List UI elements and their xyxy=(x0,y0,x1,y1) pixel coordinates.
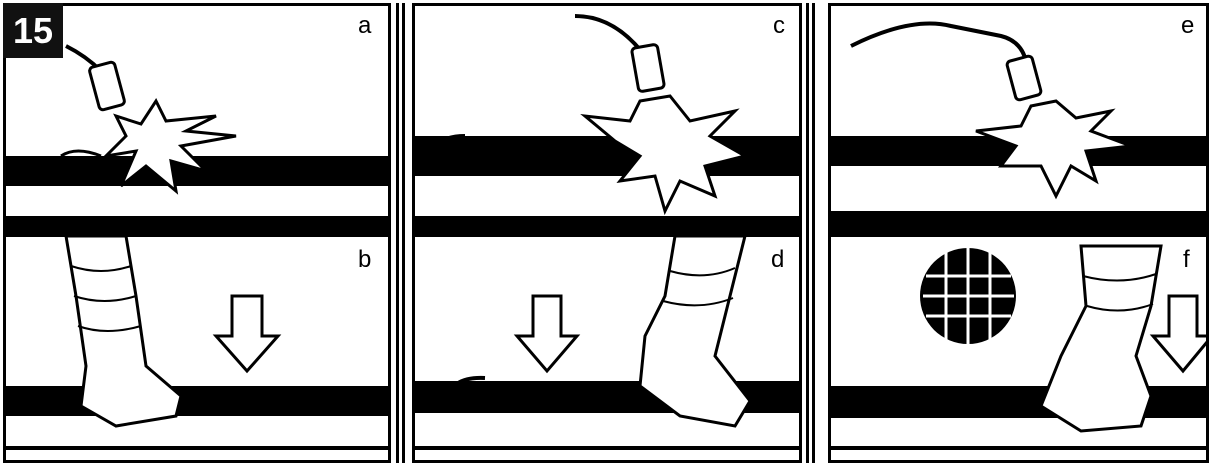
panel-divider xyxy=(806,3,815,463)
mesh-pattern-icon xyxy=(920,248,1016,344)
step-number-badge: 15 xyxy=(3,3,63,58)
down-arrow-icon xyxy=(216,296,278,371)
panel-label-d: d xyxy=(771,246,784,274)
torch-icon xyxy=(66,46,125,111)
panel-label-b: b xyxy=(358,246,371,274)
pressing-hand-icon xyxy=(1041,246,1161,431)
roll-band-lower xyxy=(831,211,1209,236)
panel-label-e: e xyxy=(1181,12,1194,40)
panel-column-cd: c d xyxy=(412,3,802,463)
roll-band-bottom xyxy=(6,386,391,416)
pressing-hand-icon xyxy=(640,236,750,426)
panel-column-ef: e f xyxy=(828,3,1209,463)
roll-band-lower xyxy=(6,216,391,236)
torch-icon xyxy=(575,16,665,92)
panel-ef-drawing xyxy=(831,6,1209,463)
roll-band-lower xyxy=(415,216,802,234)
down-arrow-icon xyxy=(517,296,577,371)
torch-icon xyxy=(851,24,1042,101)
panel-ab-drawing xyxy=(6,6,391,463)
panel-cd-drawing xyxy=(415,6,802,463)
panel-label-f: f xyxy=(1183,246,1190,274)
roll-band-bottom xyxy=(831,386,1209,418)
panel-divider xyxy=(396,3,405,463)
roll-band-upper xyxy=(6,156,391,186)
roll-edge xyxy=(61,151,101,156)
panel-column-ab: a b xyxy=(3,3,391,463)
panel-label-a: a xyxy=(358,12,371,40)
pressing-hand-icon xyxy=(66,236,181,426)
down-arrow-icon xyxy=(1153,296,1209,371)
panel-label-c: c xyxy=(773,12,785,40)
